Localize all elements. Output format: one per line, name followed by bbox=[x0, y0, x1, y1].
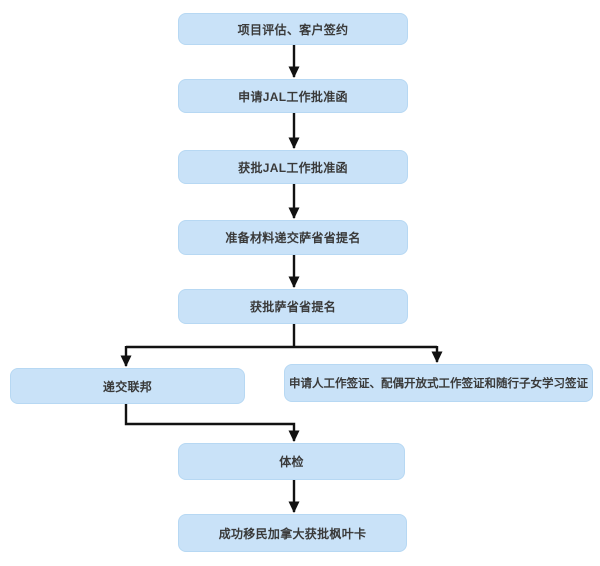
flow-node-label: 获批JAL工作批准函 bbox=[238, 160, 348, 175]
flow-node-label: 递交联邦 bbox=[102, 379, 153, 394]
flow-node-label: 获批萨省省提名 bbox=[249, 300, 337, 314]
flow-node-pr-maple-leaf-card-granted: 成功移民加拿大获批枫叶卡 bbox=[178, 514, 407, 552]
flow-node-label: 项目评估、客户签约 bbox=[237, 22, 349, 37]
flow-node-apply-jal-approval-letter: 申请JAL工作批准函 bbox=[178, 79, 408, 113]
branch-split-line bbox=[126, 324, 437, 349]
flow-node-label: 体检 bbox=[279, 455, 304, 469]
flow-node-jal-approval-letter-granted: 获批JAL工作批准函 bbox=[178, 150, 408, 184]
flow-node-label: 成功移民加拿大获批枫叶卡 bbox=[218, 526, 367, 541]
flow-node-label: 准备材料递交萨省省提名 bbox=[225, 231, 361, 245]
flow-node-work-study-permits: 申请人工作签证、配偶开放式工作签证和随行子女学习签证 bbox=[284, 364, 593, 402]
arrow-federal-medical-elbow bbox=[124, 404, 300, 442]
flow-node-submit-federal: 递交联邦 bbox=[10, 368, 245, 404]
flow-node-sk-nomination-granted: 获批萨省省提名 bbox=[178, 289, 408, 324]
flow-node-prepare-submit-sk-nomination: 准备材料递交萨省省提名 bbox=[178, 220, 408, 255]
flow-node-label: 申请人工作签证、配偶开放式工作签证和随行子女学习签证 bbox=[289, 378, 588, 390]
flow-node-medical-exam: 体检 bbox=[178, 443, 405, 480]
flow-node-label: 申请JAL工作批准函 bbox=[238, 89, 348, 104]
flow-node-project-evaluation-signing: 项目评估、客户签约 bbox=[178, 13, 408, 45]
